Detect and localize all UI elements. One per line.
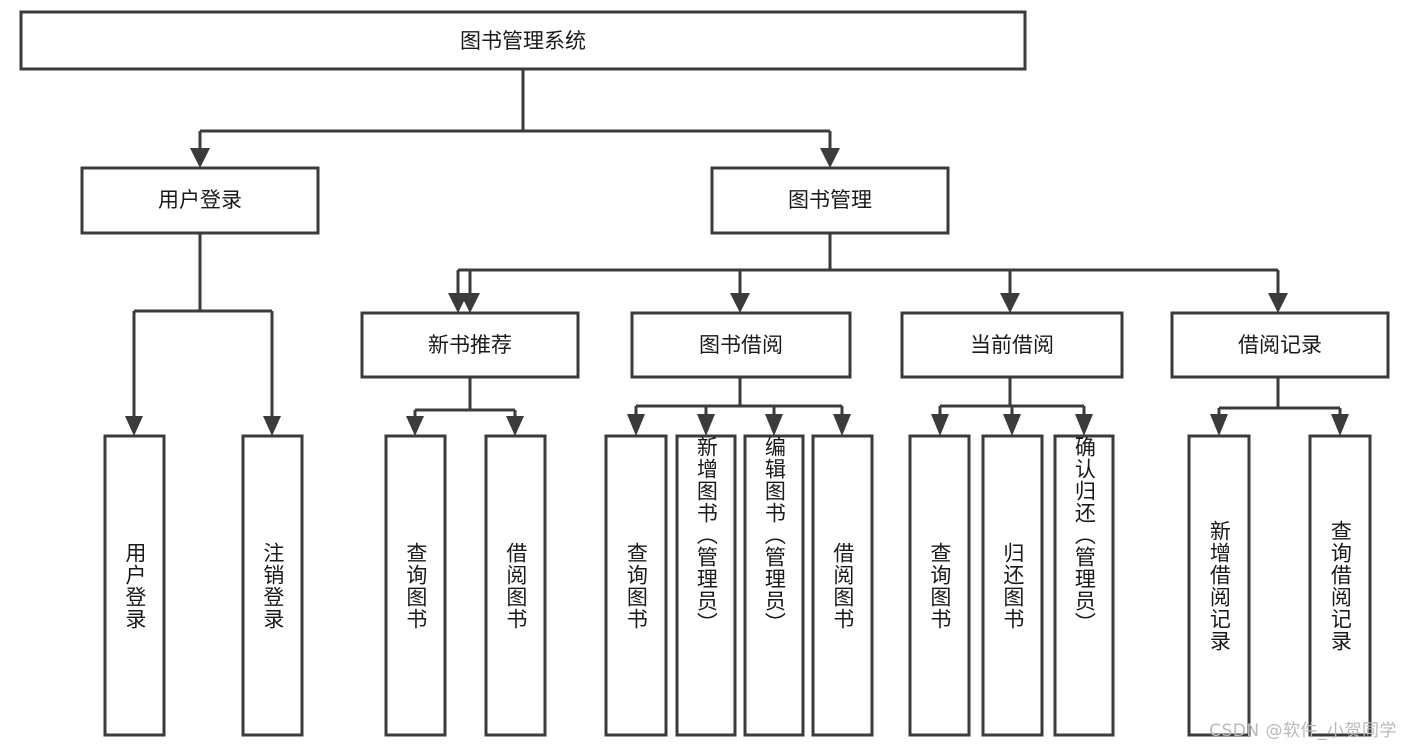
node-book-management-label: 图书管理 [788,188,872,212]
arrow-head-icon [1075,414,1093,436]
node-root-label: 图书管理系统 [460,29,586,53]
leaf-box-add-borrow-record[interactable] [1187,434,1251,737]
arrow-head-icon [765,414,783,436]
leaf-boxes-group [103,434,1372,737]
node-book-borrow-label: 图书借阅 [699,333,783,357]
arrow-head-icon [627,414,645,436]
leaf-box-query-book[interactable] [604,434,668,737]
leaf-box-return-book[interactable] [981,434,1044,737]
arrow-head-icon [448,293,468,313]
leaf-box-confirm-return-admin[interactable] [1053,434,1115,737]
arrow-head-icon [1000,293,1020,313]
leaf-box-borrow-book-new[interactable] [484,434,547,737]
arrow-head-icon [263,416,281,436]
leaf-box-edit-book-admin[interactable] [743,434,805,737]
node-book-borrow-box[interactable] [630,311,852,379]
leaf-box-add-book-admin[interactable] [675,434,737,737]
leaf-box-query-borrow-record[interactable] [1308,434,1372,737]
node-user-login-label: 用户登录 [158,188,242,212]
node-current-borrow-box[interactable] [900,311,1124,379]
node-book-management[interactable]: 图书管理 [710,166,950,235]
node-new-book-recommend[interactable]: 新书推荐 [360,311,580,379]
leaf-box-borrow-book[interactable] [811,434,874,737]
arrow-head-icon [1331,414,1349,436]
leaf-box-user-login[interactable] [103,434,166,737]
node-borrow-record-box[interactable] [1170,311,1390,379]
leaf-box-query-book-new[interactable] [384,434,447,737]
arrow-head-icon [697,414,715,436]
arrow-head-icon [730,293,750,313]
arrow-head-icon [1268,293,1288,313]
node-book-borrow[interactable]: 图书借阅 [630,311,852,379]
arrow-head-icon [406,416,424,436]
node-borrow-record[interactable]: 借阅记录 [1170,311,1390,379]
leaf-box-logout[interactable] [241,434,304,737]
arrow-head-icon [506,416,524,436]
node-root[interactable]: 图书管理系统 [19,10,1027,71]
arrow-head-icon [820,148,840,168]
leaf-box-query-book-cur[interactable] [908,434,971,737]
arrow-head-icon [1210,414,1228,436]
arrow-head-icon [931,414,949,436]
arrow-head-icon [125,416,143,436]
edges-group [125,69,1349,436]
node-new-book-recommend-label: 新书推荐 [428,333,512,357]
watermark-text: CSDN @软件_小贺同学 [1209,721,1397,741]
arrow-head-icon [190,148,210,168]
arrow-head-icon [833,414,851,436]
node-book-management-box[interactable] [710,166,950,235]
node-current-borrow[interactable]: 当前借阅 [900,311,1124,379]
node-borrow-record-label: 借阅记录 [1238,333,1322,357]
node-user-login-box[interactable] [80,166,320,235]
node-current-borrow-label: 当前借阅 [970,333,1054,357]
node-user-login[interactable]: 用户登录 [80,166,320,235]
node-new-book-recommend-box[interactable] [360,311,580,379]
node-root-box[interactable] [19,10,1027,71]
arrow-head-icon [1003,414,1021,436]
